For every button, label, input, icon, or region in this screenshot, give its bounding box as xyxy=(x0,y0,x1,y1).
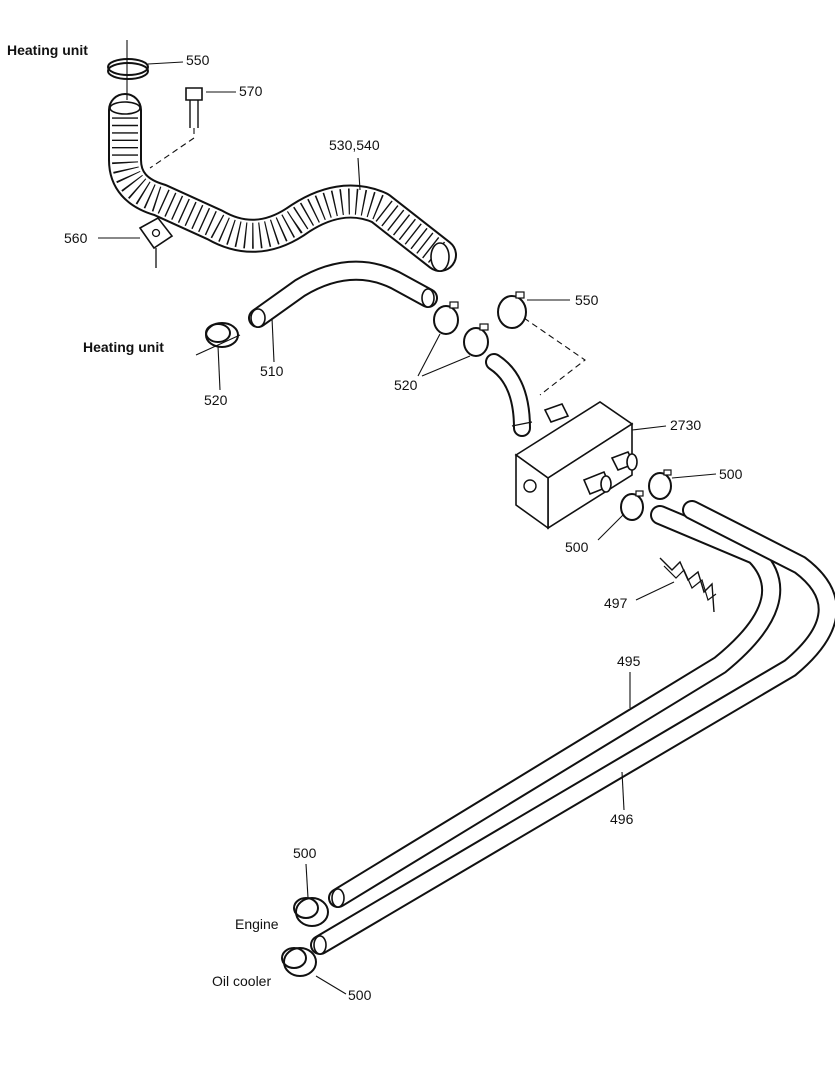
leader-520-left xyxy=(217,345,221,391)
corrugated-hose-530-540 xyxy=(108,93,457,272)
pipe-510 xyxy=(248,260,438,328)
callout-500-engine: 500 xyxy=(293,845,317,861)
connector-pipe xyxy=(485,353,533,437)
clamp-500-mid xyxy=(620,490,644,521)
callout-520-left: 520 xyxy=(204,392,228,408)
pipe-495 xyxy=(328,505,782,908)
leader-510 xyxy=(271,317,275,363)
dash-550-block xyxy=(523,317,586,396)
block-nipples xyxy=(582,450,638,496)
heating-unit-label-mid: Heating unit xyxy=(83,339,164,355)
callout-495: 495 xyxy=(617,653,641,669)
leader-2730 xyxy=(631,425,667,431)
leader-520-mid-a xyxy=(417,333,441,377)
clamp-500-right xyxy=(648,469,672,500)
clamp-520-mid-a xyxy=(433,301,459,335)
callout-496: 496 xyxy=(610,811,634,827)
leader-500-mid xyxy=(597,513,625,541)
callout-500-right: 500 xyxy=(719,466,743,482)
clamp-500-oil-cooler xyxy=(281,947,317,977)
bolt-dash xyxy=(149,128,195,169)
spring-497 xyxy=(659,557,715,613)
bracket-560 xyxy=(138,216,174,268)
pipe-496-end xyxy=(313,935,327,955)
leader-500-oil xyxy=(315,975,347,995)
callout-500-mid: 500 xyxy=(565,539,589,555)
leader-500-right xyxy=(671,473,717,479)
callout-500-oil: 500 xyxy=(348,987,372,1003)
pipe-495-end xyxy=(331,888,345,908)
leader-520-mid-b xyxy=(421,355,471,377)
callout-497: 497 xyxy=(604,595,628,611)
leader-530-540 xyxy=(357,157,361,191)
callout-550-top: 550 xyxy=(186,52,210,68)
clamp-520-mid-b xyxy=(463,323,489,357)
clamp-550-right xyxy=(497,291,527,329)
callout-530-540: 530,540 xyxy=(329,137,380,153)
callout-2730: 2730 xyxy=(670,417,702,433)
callout-520-mid: 520 xyxy=(394,377,418,393)
callout-550-right: 550 xyxy=(575,292,599,308)
clamp-550-top xyxy=(107,58,149,80)
bolt-570 xyxy=(185,87,203,128)
leader-550-top xyxy=(147,61,184,65)
pipe-496 xyxy=(310,500,835,955)
clamp-500-engine xyxy=(293,897,329,927)
callout-510: 510 xyxy=(260,363,284,379)
heating-unit-label-top: Heating unit xyxy=(7,42,88,58)
callout-560: 560 xyxy=(64,230,88,246)
leader-500-engine xyxy=(305,863,309,899)
oil-cooler-label: Oil cooler xyxy=(212,973,272,989)
leader-497 xyxy=(635,581,675,601)
clamp-520-left xyxy=(205,322,239,348)
leader-496 xyxy=(621,771,625,811)
callout-570: 570 xyxy=(239,83,263,99)
valve-block-2730 xyxy=(514,401,634,530)
engine-label: Engine xyxy=(235,916,279,932)
